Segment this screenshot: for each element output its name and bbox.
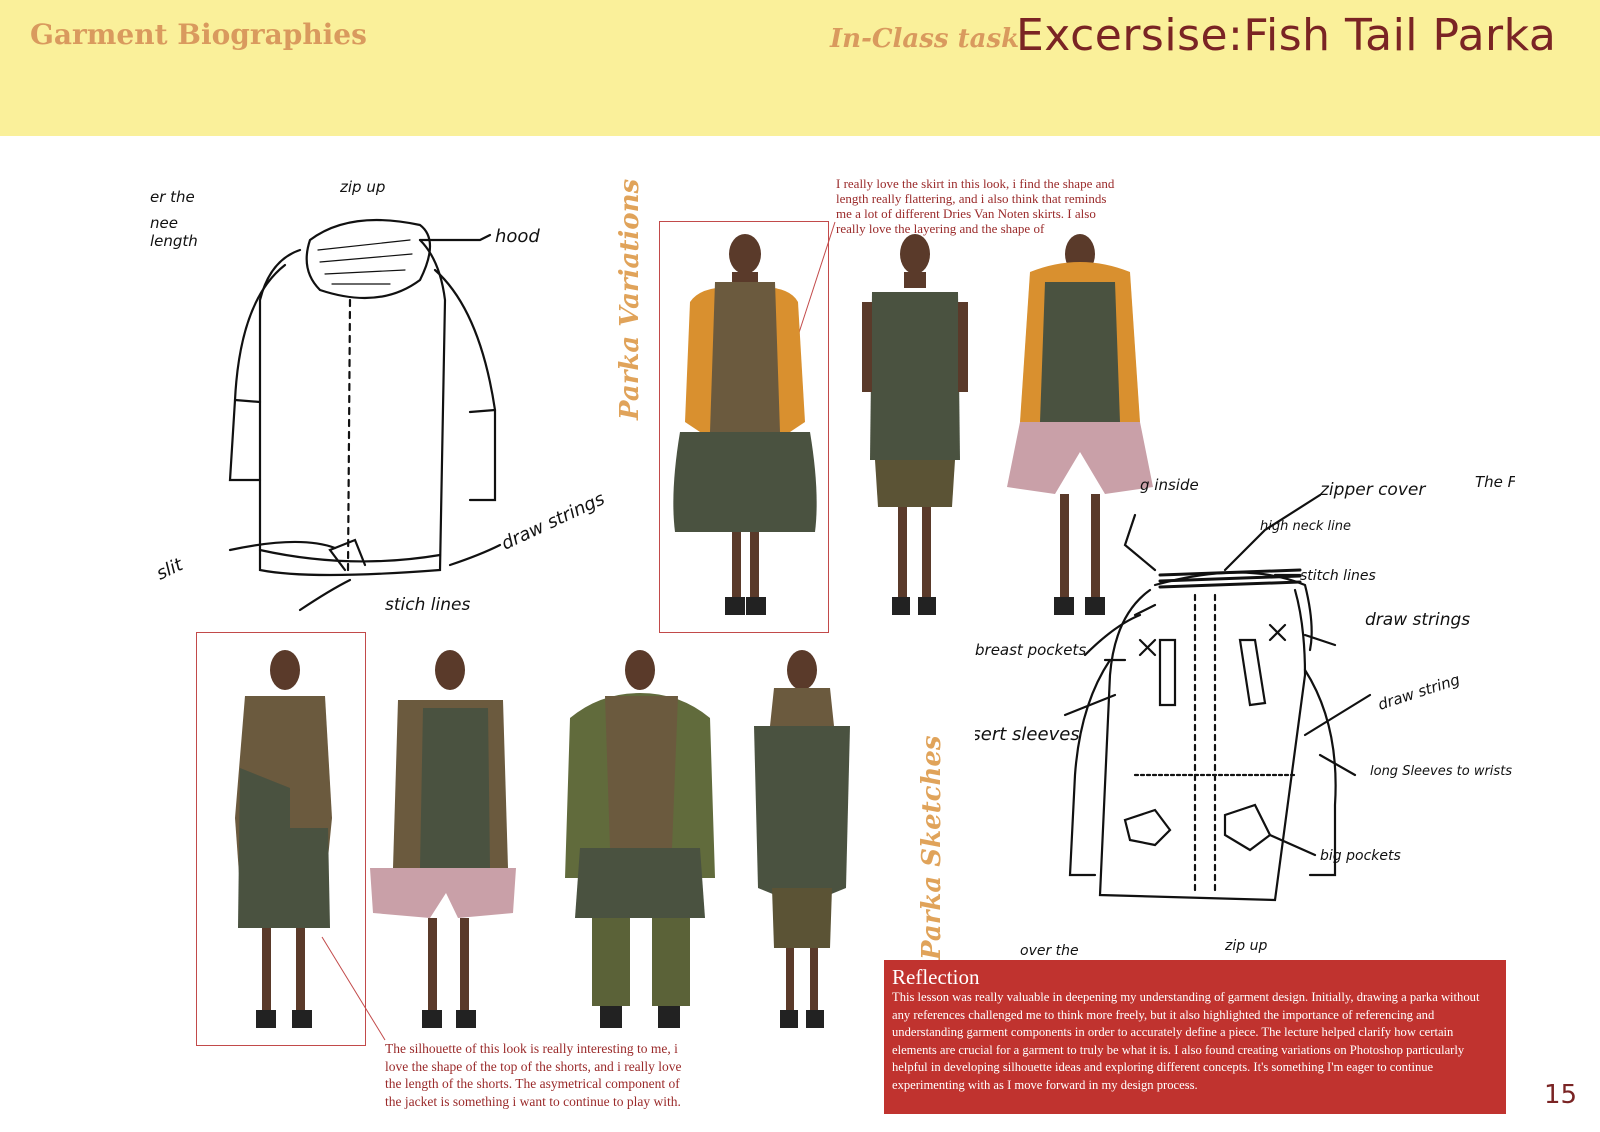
parka-sketch-front: er the nee length zip up hood draw strin… [150, 178, 608, 615]
sketch2-long-sleeves: long Sleeves to wrists [1370, 764, 1512, 779]
note-bottom: The silhouette of this look is really in… [385, 1041, 682, 1109]
sketch1-zip-up: zip up [339, 178, 385, 196]
look-figure-5 [370, 650, 516, 1028]
note-bottom-leader [321, 936, 386, 1041]
sketch2-zip-up: zip up [1224, 938, 1267, 954]
sketch2-the-fish: The Fish P [1475, 475, 1515, 491]
look-figure-3 [1007, 234, 1153, 615]
look-figure-7 [754, 650, 850, 1028]
look-figure-2 [862, 234, 968, 615]
sketch2-draw-strings: draw strings [1365, 610, 1470, 630]
look-figure-1 [673, 234, 817, 615]
page-title: Excersise:Fish Tail Parka [1016, 10, 1557, 61]
task-label: In-Class task [830, 24, 1020, 54]
sketch1-length: length [150, 232, 198, 250]
highlight-frame-bottom [196, 632, 366, 1046]
sketch1-slit: slit [153, 554, 187, 585]
parka-sketches-label: Parka Sketches [917, 735, 947, 960]
sketch1-draw-strings: draw strings [498, 488, 608, 554]
parka-sketch-detail: g inside zipper cover high neck line sti… [975, 475, 1515, 959]
reflection-title: Reflection [892, 965, 980, 989]
sketch1-over-the: er the [150, 188, 195, 206]
page-number: 15 [1544, 1080, 1578, 1110]
look-figure-4 [235, 650, 332, 1028]
sketch1-knee: nee [150, 214, 178, 232]
sketch2-inside: g inside [1140, 476, 1199, 494]
sketch2-big-pockets: big pockets [1320, 848, 1401, 864]
parka-variations-label: Parka Variations [615, 178, 645, 420]
sketch2-high-neck: high neck line [1260, 519, 1351, 534]
sketch2-stitch-lines: stitch lines [1300, 568, 1376, 584]
header-banner: Garment Biographies In-Class task Excers… [0, 0, 1600, 136]
note-top: I really love the skirt in this look, i … [836, 176, 1115, 236]
look-figure-6 [565, 650, 715, 1028]
sketch1-hood: hood [495, 226, 540, 247]
sketch1-stitch-lines: stich lines [385, 595, 470, 615]
course-title: Garment Biographies [30, 18, 367, 51]
sketch2-insert-sleeves: insert sleeves [975, 724, 1080, 745]
sketch2-breast-pockets: breast pockets [975, 641, 1086, 659]
reflection-box: Reflection This lesson was really valuab… [884, 960, 1506, 1114]
sketch2-over-the: over the [1020, 943, 1079, 959]
highlight-frame-top [659, 221, 829, 633]
reflection-body: This lesson was really valuable in deepe… [892, 990, 1480, 1092]
sketch2-zipper-cover: zipper cover [1319, 480, 1426, 500]
sketch2-draw-string: draw string [1376, 670, 1462, 713]
